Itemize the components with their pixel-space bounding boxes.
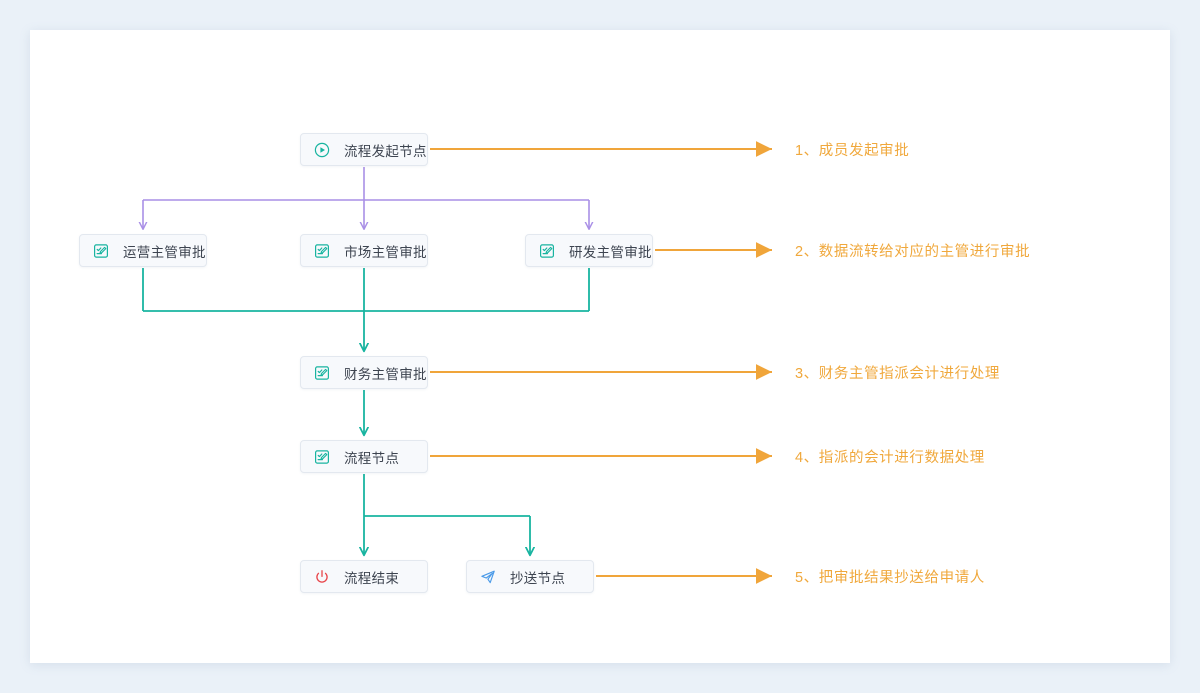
annotation-step-5: 5、把审批结果抄送给申请人 <box>795 570 985 586</box>
edge-merge-finance <box>142 268 590 351</box>
approval-form-icon <box>94 243 109 258</box>
flow-canvas-card <box>30 30 1170 663</box>
annotation-step-1: 1、成员发起审批 <box>795 143 910 159</box>
edge-start-split <box>143 167 589 229</box>
edge-processing-cc <box>364 515 530 555</box>
node-finance-approval[interactable]: 财务主管审批 <box>300 356 428 389</box>
node-rd-approval[interactable]: 研发主管审批 <box>525 234 653 267</box>
approval-form-icon <box>540 243 555 258</box>
node-flow-end-label: 流程结束 <box>344 570 400 586</box>
node-finance-approval-label: 财务主管审批 <box>344 366 427 382</box>
node-market-approval-label: 市场主管审批 <box>344 244 427 260</box>
approval-form-icon <box>315 243 330 258</box>
power-off-icon <box>316 569 328 583</box>
play-circle-icon <box>314 142 330 157</box>
annotation-step-2: 2、数据流转给对应的主管进行审批 <box>795 244 1031 260</box>
annotation-step-3: 3、财务主管指派会计进行处理 <box>795 366 1000 382</box>
node-cc-label: 抄送节点 <box>510 570 566 586</box>
annotation-step-4: 4、指派的会计进行数据处理 <box>795 450 985 466</box>
paper-plane-icon <box>481 570 495 583</box>
approval-form-icon <box>315 365 330 380</box>
node-cc[interactable]: 抄送节点 <box>466 560 594 593</box>
node-flow-end[interactable]: 流程结束 <box>300 560 428 593</box>
approval-form-icon <box>315 449 330 464</box>
node-start-label: 流程发起节点 <box>344 143 427 159</box>
node-rd-approval-label: 研发主管审批 <box>569 244 652 260</box>
node-market-approval[interactable]: 市场主管审批 <box>300 234 428 267</box>
node-start[interactable]: 流程发起节点 <box>300 133 428 166</box>
node-process-step[interactable]: 流程节点 <box>300 440 428 473</box>
node-process-step-label: 流程节点 <box>344 450 400 466</box>
node-ops-approval[interactable]: 运营主管审批 <box>79 234 207 267</box>
node-ops-approval-label: 运营主管审批 <box>123 244 206 260</box>
